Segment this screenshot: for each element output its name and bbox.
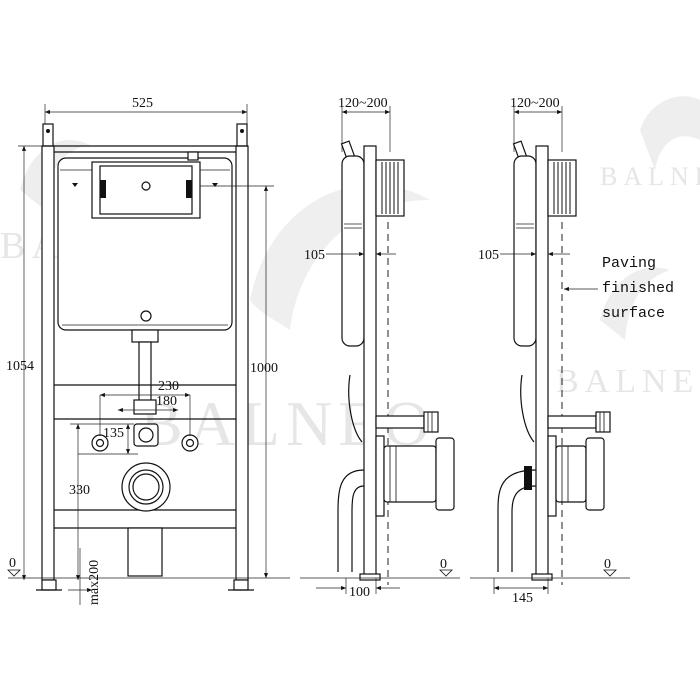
left-zero-label: 0	[440, 557, 447, 572]
left-mount-tab	[42, 123, 54, 149]
note-line-3: surface	[602, 305, 665, 322]
side-view-right: 120~200 105 Paving finished surface	[470, 96, 674, 606]
left-inlet-pipe	[375, 415, 425, 429]
front-view: 525	[6, 96, 290, 605]
dim-330-label: 330	[69, 483, 90, 498]
left-tank-side	[341, 155, 365, 347]
dim-135-label: 135	[103, 426, 124, 441]
front-zero-label: 0	[9, 556, 16, 571]
right-inlet-pipe	[547, 415, 597, 429]
left-frame-post	[41, 145, 55, 581]
side-view-left: 120~200 105	[300, 96, 460, 600]
right-foot	[233, 579, 249, 591]
left-top-range-label: 120~200	[338, 96, 388, 111]
width-label: 525	[132, 96, 153, 111]
right-frame-post	[235, 145, 249, 581]
left-foot	[41, 579, 57, 591]
height-1000-label: 1000	[250, 361, 278, 376]
right-side-post	[535, 145, 549, 577]
max200-label: max200	[87, 560, 102, 605]
right-base-label: 145	[512, 591, 533, 606]
right-mount-tab	[236, 123, 248, 149]
left-side-post	[363, 145, 377, 577]
left-base-label: 100	[349, 585, 370, 600]
left-waste-pipe	[383, 445, 437, 503]
right-top-range-label: 120~200	[510, 96, 560, 111]
right-waste-pipe	[555, 445, 587, 503]
right-zero-label: 0	[604, 557, 611, 572]
note-line-2: finished	[602, 280, 674, 297]
support-leg-center	[127, 527, 163, 577]
height-1054-label: 1054	[6, 359, 34, 374]
right-depth-label: 105	[478, 248, 499, 263]
note-line-1: Paving	[602, 255, 656, 272]
right-tank-side	[513, 155, 537, 347]
dim-180-label: 180	[156, 394, 177, 409]
left-depth-label: 105	[304, 248, 325, 263]
dim-230-label: 230	[158, 379, 179, 394]
watermark-brand-top-right: BALNEO	[600, 162, 700, 191]
watermark-brand-right: BALNEO	[556, 363, 700, 400]
